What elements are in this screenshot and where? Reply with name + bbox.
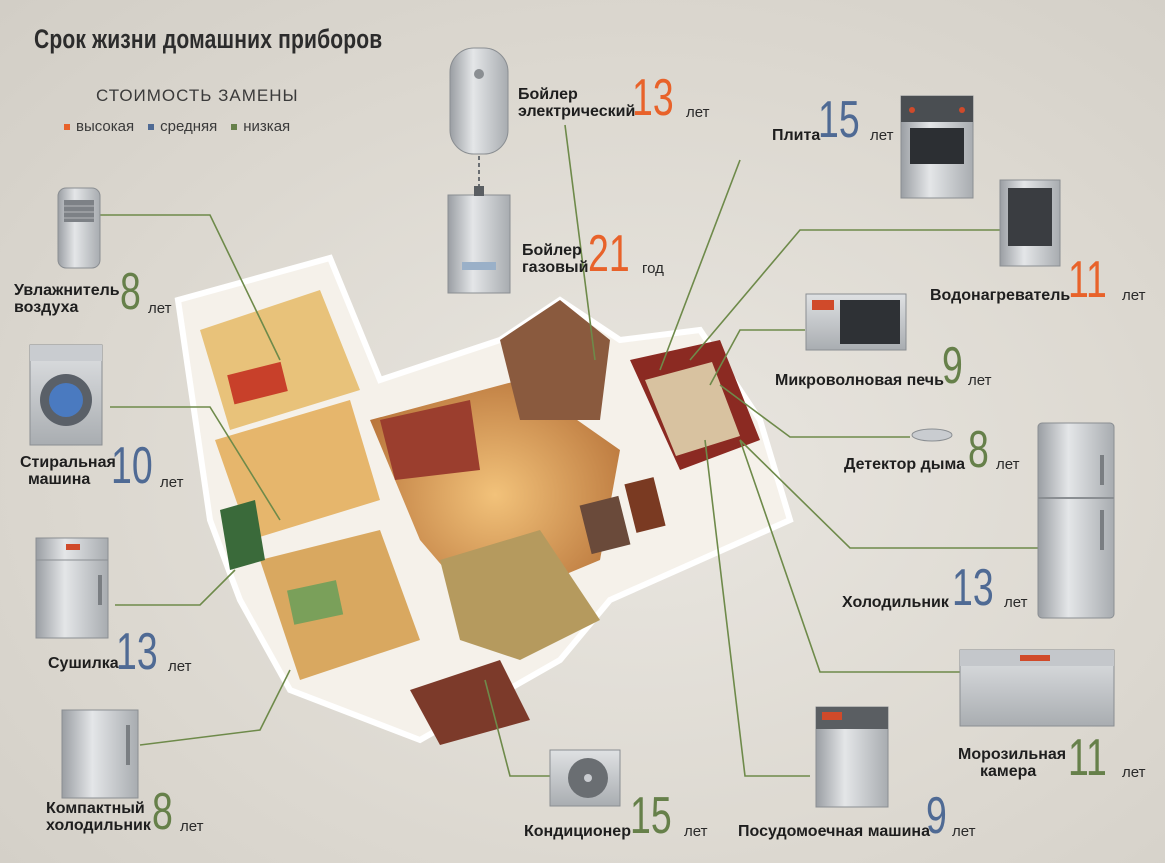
freezer-label-line2: камера <box>980 763 1037 780</box>
electric-boiler-value: 13 <box>632 69 674 127</box>
stove-value: 15 <box>818 91 860 149</box>
air-conditioner-value: 15 <box>630 787 672 845</box>
legend-title: СТОИМОСТЬ ЗАМЕНЫ <box>96 86 299 105</box>
washer-label-line1: Стиральная <box>20 454 116 471</box>
fridge-value: 13 <box>952 559 994 617</box>
water-heater-icon <box>999 179 1061 267</box>
fridge-unit: лет <box>1004 594 1028 611</box>
legend-item-medium: средняя <box>148 118 217 135</box>
legend-swatch-low <box>231 123 238 130</box>
gas-boiler-label: Бойлер газовый <box>522 242 588 276</box>
legend-label-high: высокая <box>76 118 135 135</box>
microwave-unit: лет <box>968 372 992 389</box>
legend-swatch-high <box>64 123 70 130</box>
smoke-detector-icon <box>911 428 953 442</box>
leader-humidifier <box>100 214 281 361</box>
gas-boiler-label-line1: Бойлер <box>522 242 582 259</box>
legend-swatch-medium <box>148 123 155 130</box>
washing-machine-icon <box>29 344 103 446</box>
washer-label: Стиральная машина <box>20 454 116 488</box>
leader-electric-boiler <box>564 124 596 361</box>
leader-air-conditioner <box>484 679 550 777</box>
compact-fridge-label-line2: холодильник <box>46 817 151 834</box>
freezer-label-line1: Морозильная <box>958 746 1067 763</box>
washer-label-line2: машина <box>28 471 91 488</box>
dishwasher-icon <box>815 706 889 808</box>
dishwasher-value: 9 <box>926 787 947 845</box>
leader-water-heater <box>689 229 1000 361</box>
air-conditioner-label: Кондиционер <box>524 823 631 840</box>
electric-boiler-label: Бойлер электрический <box>518 86 635 120</box>
electric-boiler-label-line2: электрический <box>518 103 636 120</box>
house-floorplan <box>174 254 794 745</box>
stove-unit: лет <box>870 127 894 144</box>
stove-label: Плита <box>772 127 821 144</box>
leader-washer <box>110 406 281 521</box>
compact-fridge-unit: лет <box>180 818 204 835</box>
microwave-label: Микроволновая печь <box>775 372 944 389</box>
fridge-icon <box>1037 422 1115 619</box>
leader-dishwasher <box>704 439 810 777</box>
leader-microwave <box>709 329 805 386</box>
electric-boiler-unit: лет <box>686 104 710 121</box>
leader-smoke-detector <box>719 384 910 438</box>
dryer-icon <box>35 537 109 639</box>
smoke-detector-unit: лет <box>996 456 1020 473</box>
dryer-unit: лет <box>168 658 192 675</box>
leader-compact-fridge <box>139 669 291 746</box>
compact-fridge-value: 8 <box>152 783 173 841</box>
gas-boiler-unit: год <box>642 260 664 277</box>
leader-stove <box>659 159 741 371</box>
legend-item-high: высокая <box>64 118 134 135</box>
dishwasher-unit: лет <box>952 823 976 840</box>
fridge-label: Холодильник <box>842 594 949 611</box>
humidifier-value: 8 <box>120 263 141 321</box>
compact-fridge-label: Компактный холодильник <box>46 800 151 834</box>
electric-boiler-icon <box>449 47 509 188</box>
leader-lines <box>100 124 1038 777</box>
humidifier-icon <box>57 187 101 269</box>
humidifier-unit: лет <box>148 300 172 317</box>
gas-boiler-icon <box>447 186 511 294</box>
humidifier-label-line2: воздуха <box>14 299 79 316</box>
gas-boiler-value: 21 <box>588 225 630 283</box>
smoke-detector-label: Детектор дыма <box>844 456 965 473</box>
infographic-title: Срок жизни домашних приборов <box>34 24 383 54</box>
legend-label-low: низкая <box>243 118 291 135</box>
freezer-value: 11 <box>1068 729 1107 787</box>
air-conditioner-unit: лет <box>684 823 708 840</box>
dryer-label: Сушилка <box>48 655 119 672</box>
freezer-icon <box>959 649 1115 727</box>
stove-icon <box>900 95 974 199</box>
air-conditioner-icon <box>549 749 621 807</box>
microwave-value: 9 <box>942 337 963 395</box>
leader-freezer <box>739 439 960 673</box>
legend-item-low: низкая <box>231 118 290 135</box>
humidifier-label: Увлажнитель воздуха <box>14 282 120 316</box>
humidifier-label-line1: Увлажнитель <box>14 282 120 299</box>
washer-value: 10 <box>111 437 153 495</box>
leader-fridge <box>739 439 1038 549</box>
leader-dryer <box>115 569 236 606</box>
dishwasher-label: Посудомоечная машина <box>738 823 930 840</box>
microwave-icon <box>805 293 907 351</box>
freezer-label: Морозильная камера <box>958 746 1066 780</box>
electric-boiler-label-line1: Бойлер <box>518 86 578 103</box>
washer-unit: лет <box>160 474 184 491</box>
gas-boiler-label-line2: газовый <box>522 259 589 276</box>
dryer-value: 13 <box>116 623 158 681</box>
water-heater-label: Водонагреватель <box>930 287 1071 304</box>
legend: высокая средняя низкая <box>64 118 290 135</box>
water-heater-value: 11 <box>1068 251 1107 309</box>
water-heater-unit: лет <box>1122 287 1146 304</box>
compact-fridge-label-line1: Компактный <box>46 800 145 817</box>
legend-label-medium: средняя <box>160 118 218 135</box>
smoke-detector-value: 8 <box>968 421 989 479</box>
compact-fridge-icon <box>61 709 139 799</box>
freezer-unit: лет <box>1122 764 1146 781</box>
